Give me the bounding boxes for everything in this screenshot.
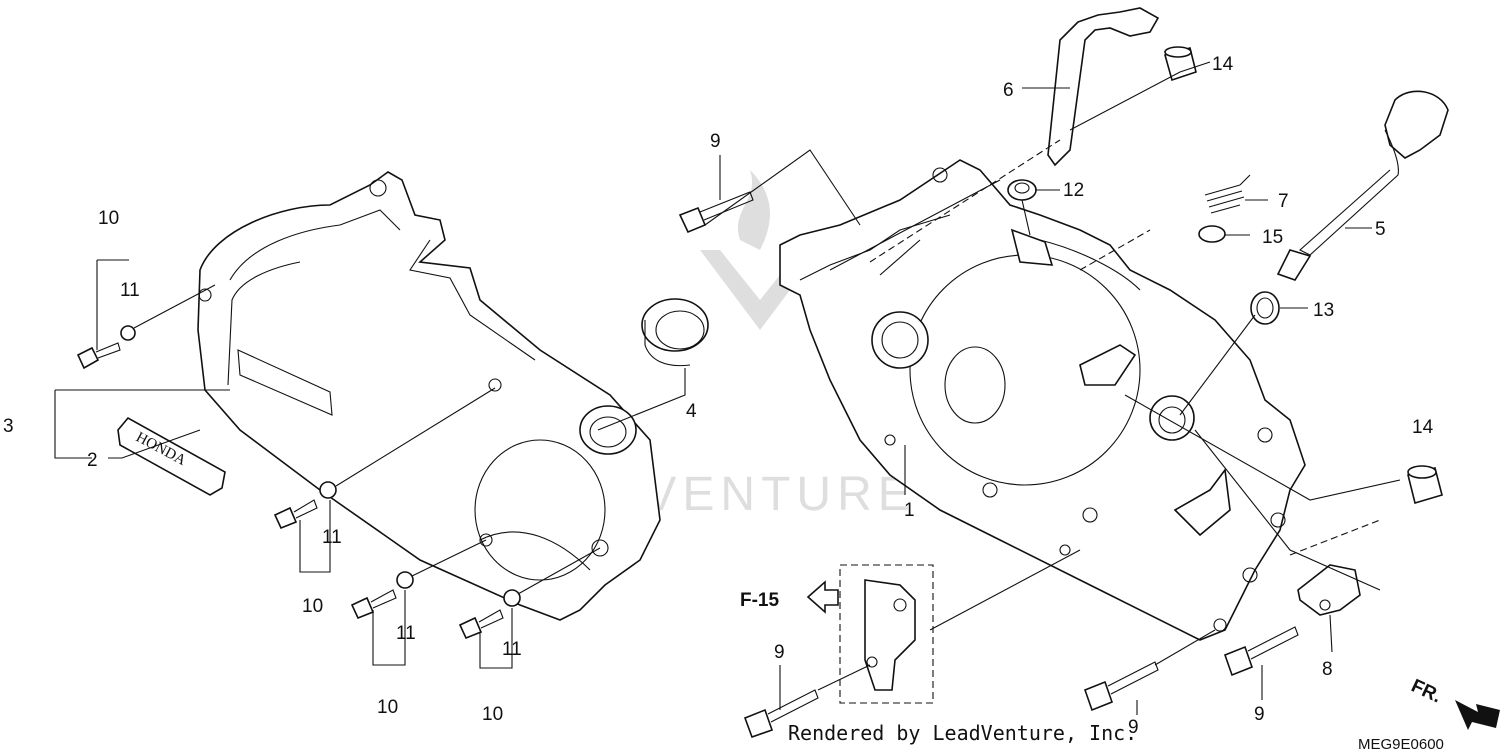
stay-bracket <box>839 564 934 704</box>
clip-15 <box>1198 225 1226 243</box>
bracket-8 <box>1297 564 1361 616</box>
callout-12: 12 <box>1063 180 1084 201</box>
callout-11-b: 11 <box>322 527 342 548</box>
callout-8: 8 <box>1322 659 1333 680</box>
oil-dipstick <box>1276 90 1449 281</box>
callout-11-a: 11 <box>120 280 140 301</box>
bolt-10-c <box>350 571 414 620</box>
o-ring-13 <box>1250 291 1280 325</box>
callout-2: 2 <box>87 450 98 471</box>
collar-14-right <box>1407 465 1443 505</box>
front-label: FR. <box>1408 675 1445 707</box>
callout-5: 5 <box>1375 219 1386 240</box>
callout-13: 13 <box>1313 300 1334 321</box>
shift-arm <box>1047 7 1160 167</box>
honda-emblem: HONDA <box>117 416 226 496</box>
f15-label: F-15 <box>740 590 780 611</box>
bolt-9-bottom-left <box>743 689 819 739</box>
bolt-10-d <box>458 589 521 640</box>
callout-3: 3 <box>3 416 14 437</box>
callout-4: 4 <box>686 401 697 422</box>
left-crankcase-cover <box>197 171 661 621</box>
bolt-9-bottom-right <box>1223 626 1299 677</box>
callout-9-left: 9 <box>774 642 785 663</box>
oil-seal <box>641 298 709 367</box>
front-direction: FR. <box>1408 675 1500 730</box>
spring-7 <box>1204 174 1251 214</box>
leader-lines <box>54 61 1401 715</box>
callout-9-mid: 9 <box>1128 717 1139 738</box>
callout-1: 1 <box>904 500 915 521</box>
callout-15: 15 <box>1262 227 1283 248</box>
callout-9-top: 9 <box>710 131 721 152</box>
render-credit: Rendered by LeadVenture, Inc. <box>788 721 1137 745</box>
callout-labels: 1 2 3 4 5 6 7 8 9 9 9 9 10 10 10 10 11 1… <box>3 54 1434 738</box>
callout-10-a: 10 <box>98 208 119 229</box>
callout-10-b: 10 <box>302 596 323 617</box>
callout-10-d: 10 <box>482 704 503 725</box>
callout-11-d: 11 <box>502 639 522 660</box>
callout-7: 7 <box>1278 191 1289 212</box>
callout-9-right: 9 <box>1254 704 1265 725</box>
callout-6: 6 <box>1003 80 1014 101</box>
callout-14-right: 14 <box>1412 417 1434 438</box>
diagram-code: MEG9E0600 <box>1358 736 1444 752</box>
callout-14-top: 14 <box>1212 54 1234 75</box>
callout-11-c: 11 <box>396 623 416 644</box>
collar-14-top <box>1164 46 1197 82</box>
callout-10-c: 10 <box>377 697 398 718</box>
bolt-9-top <box>678 191 754 234</box>
bolt-10-b <box>273 481 337 530</box>
f15-reference: F-15 <box>740 580 839 614</box>
right-crankcase-cover <box>779 159 1306 641</box>
washer-12 <box>1007 179 1037 201</box>
bolt-10-a <box>76 325 136 370</box>
bolt-9-bottom-mid <box>1083 661 1159 712</box>
